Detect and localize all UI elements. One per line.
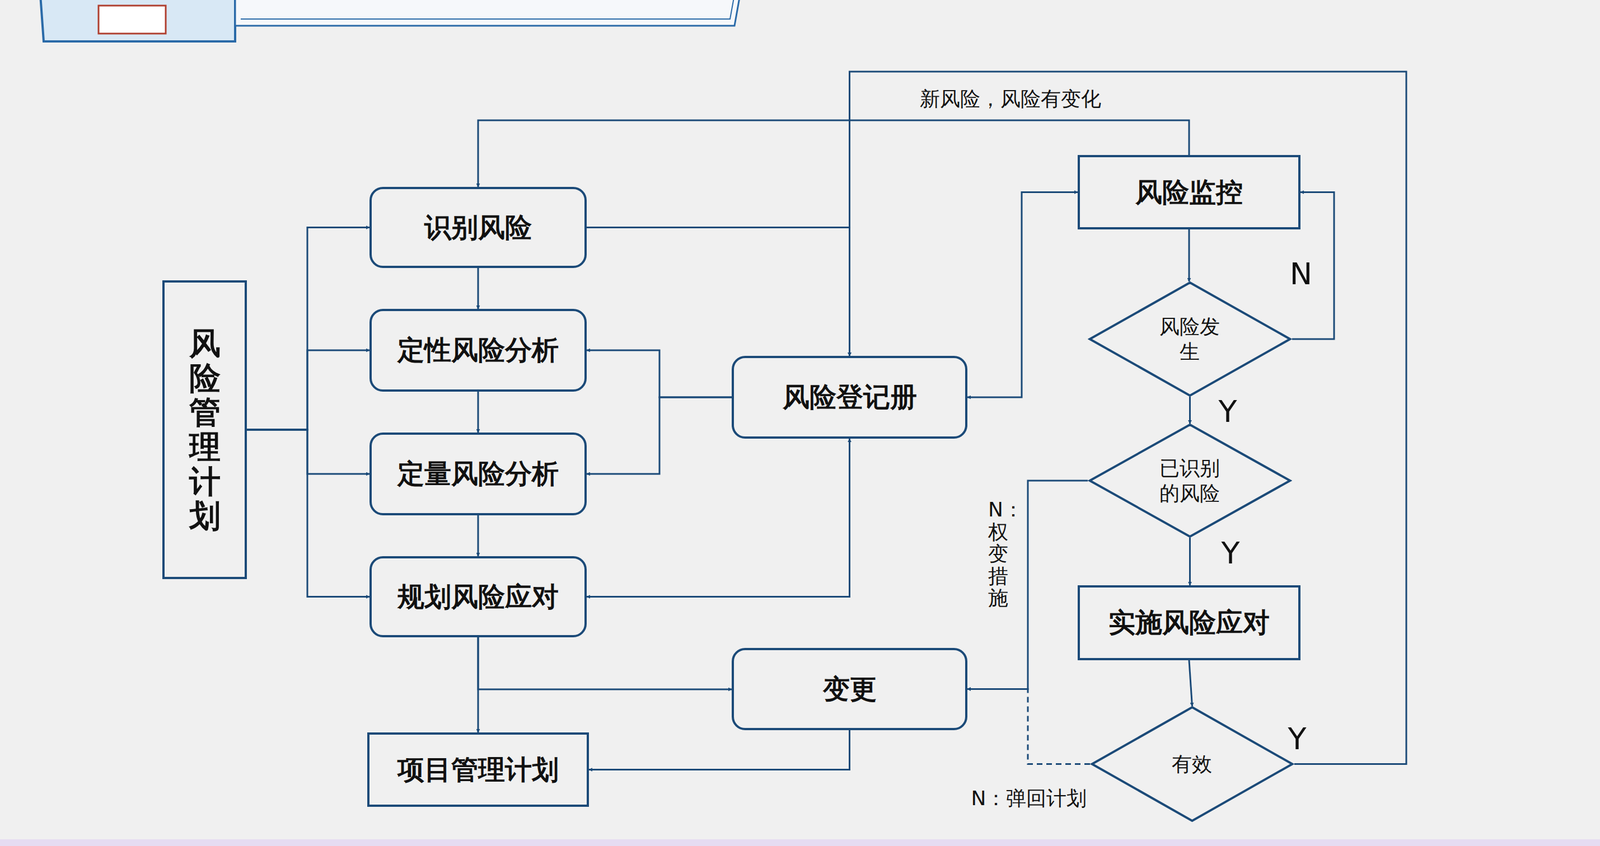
edge-label: Y [1216,394,1240,430]
connector [1189,537,1191,586]
plan-box: 风险管理计划 [162,280,247,580]
connector [586,397,732,475]
connector [246,429,370,598]
node-label: 项目管理计划 [397,752,559,789]
node-label: 实施风险应对 [1108,605,1270,642]
header-banner [235,0,741,26]
plan-box: 项目管理计划 [367,732,589,808]
connector [1189,660,1193,707]
connector [967,192,1078,399]
header-banner-line [240,0,735,20]
node-label: 已识别 的风险 [1156,455,1224,507]
header-badge [40,0,236,42]
edge-label: Y [1219,535,1243,572]
edge-label: N：权变措施 [985,498,1011,610]
node-label: 定性风险分析 [397,332,559,369]
header-icon [98,5,166,34]
change-box: 变更 [731,648,968,731]
connector [588,730,850,771]
bottom-band [0,839,1600,846]
edge-label: Y [1285,721,1309,757]
connector [1188,229,1191,282]
node-label: 风险管理计划 [189,326,221,534]
register-box: 风险登记册 [731,356,968,439]
connector [586,227,850,357]
process-box: 识别风险 [369,186,587,269]
edge-label: N：弹回计划 [969,785,1090,813]
node-label: 识别风险 [424,209,532,246]
process-box: 定性风险分析 [369,309,587,392]
connector [1189,396,1191,424]
node-label: 变更 [822,671,877,708]
connector [246,350,370,430]
node-label: 风险登记册 [782,379,918,416]
connector [967,689,1090,765]
connector [586,438,850,598]
process-box: 实施风险应对 [1077,585,1301,661]
decision-diamond: 风险发 生 [1087,281,1293,397]
node-label: 规划风险应对 [397,579,559,616]
process-box: 定量风险分析 [369,432,587,516]
node-label: 风险发 生 [1156,314,1224,365]
connector [478,637,732,690]
node-label: 定量风险分析 [397,456,559,493]
node-label: 风险监控 [1135,174,1243,211]
monitor-box: 风险监控 [1077,155,1301,230]
diamond-outline [1087,423,1293,538]
connector [967,480,1088,690]
edge-label: 新风险，风险有变化 [917,85,1104,114]
decision-diamond: 有效 [1089,706,1295,823]
connector [477,515,480,557]
diamond-outline [1087,281,1293,397]
connector [246,227,370,431]
decision-diamond: 已识别 的风险 [1087,423,1293,538]
connector [586,350,732,398]
connector [477,268,480,310]
node-label: 有效 [1158,751,1226,778]
process-box: 规划风险应对 [369,556,587,638]
edge-label: N [1287,256,1315,292]
connector [477,391,480,433]
